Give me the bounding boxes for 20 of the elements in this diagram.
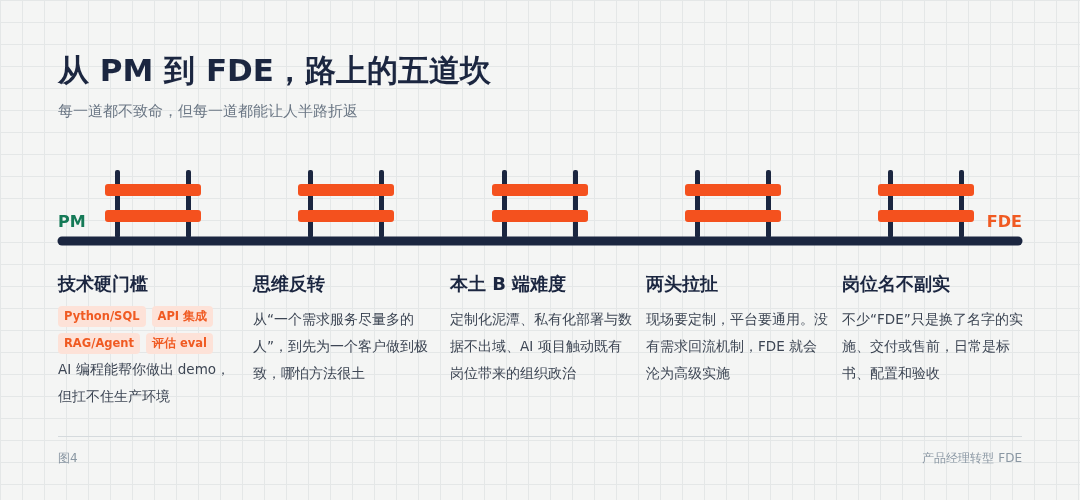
description-text: 定制化泥潭、私有化部署与数据不出域、AI 项目触动既有岗位带来的组织政治 xyxy=(450,310,632,383)
end-label: FDE xyxy=(986,212,1022,231)
description-text: AI 编程能帮你做出 demo，但扛不住生产环境 xyxy=(58,360,232,406)
section-heading: 思维反转 xyxy=(253,272,325,296)
skill-tag: API 集成 xyxy=(151,306,214,327)
footer-text: 产品经理转型 FDE xyxy=(922,450,1022,467)
start-label: PM xyxy=(58,212,86,231)
skill-tag: RAG/Agent xyxy=(58,333,140,354)
description-text: 从“一个需求服务尽量多的人”，到先为一个客户做到极致，哪怕方法很土 xyxy=(253,310,429,383)
section-heading: 本土 B 端难度 xyxy=(450,272,567,296)
figure-number: 图4 xyxy=(58,450,78,467)
description-text: 不少“FDE”只是换了名字的实施、交付或售前，日常是标书、配置和验收 xyxy=(842,310,1024,383)
skill-tag: Python/SQL xyxy=(58,306,146,327)
skill-tag: 评估 eval xyxy=(146,333,214,354)
title: 从 PM 到 FDE，路上的五道坎 xyxy=(58,51,492,90)
subtitle: 每一道都不致命，但每一道都能让人半路折返 xyxy=(58,102,358,121)
section-heading: 技术硬门槛 xyxy=(58,272,148,296)
section-heading: 岗位名不副实 xyxy=(842,272,950,296)
description-text: 现场要定制，平台要通用。没有需求回流机制，FDE 就会沦为高级实施 xyxy=(646,310,828,383)
section-heading: 两头拉扯 xyxy=(646,272,718,296)
